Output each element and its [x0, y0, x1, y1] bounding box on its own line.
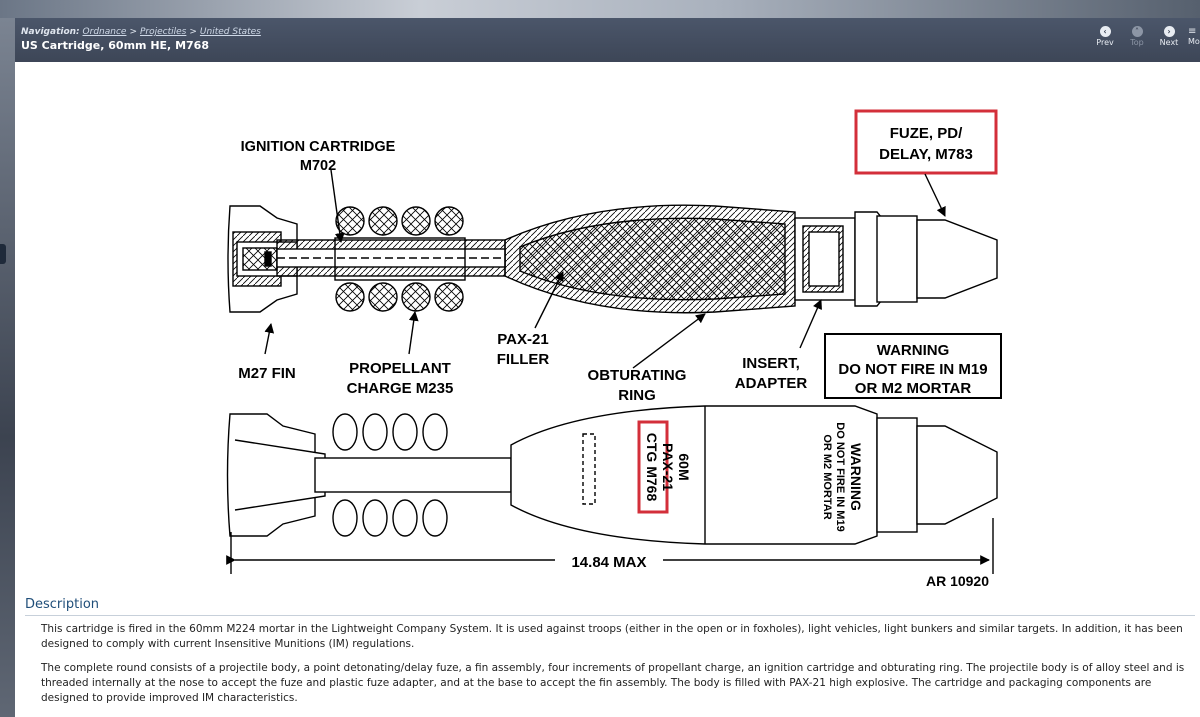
body-mark-line3: CTG M768: [644, 433, 660, 502]
next-label: Next: [1159, 38, 1179, 47]
propellant-increments: [334, 206, 466, 312]
divider: [25, 615, 1195, 616]
top-label: Top: [1130, 38, 1144, 47]
prev-button[interactable]: ‹Prev: [1092, 26, 1118, 56]
label-ignition-cartridge-model: M702: [300, 158, 336, 174]
breadcrumb: Navigation: Ordnance>Projectiles>United …: [21, 27, 261, 37]
fuze-highlight-box: [854, 109, 998, 175]
breadcrumb-separator: >: [189, 27, 197, 37]
warning-box: [824, 333, 1002, 399]
length-dimension: [226, 518, 994, 574]
label-insert-adapter: INSERT,: [742, 355, 800, 372]
label-fuze: FUZE, PD/: [890, 125, 963, 142]
next-button[interactable]: ›Next: [1156, 26, 1182, 56]
breadcrumb-separator: >: [129, 27, 137, 37]
menu-button[interactable]: ≡Mo: [1188, 26, 1200, 56]
body-mark-line2: PAX-21: [660, 443, 676, 491]
description-paragraph: This cartridge is fired in the 60mm M224…: [41, 623, 1183, 650]
page-title: US Cartridge, 60mm HE, M768: [21, 39, 209, 52]
label-pax-filler: PAX-21: [497, 331, 548, 348]
label-obturating-ring-2: RING: [618, 387, 656, 404]
chevron-up-icon: ˄: [1131, 26, 1143, 37]
body-warning-line2: DO NOT FIRE IN M19: [834, 422, 846, 531]
propellant-increments-exterior: [332, 413, 448, 537]
chevron-right-icon: ›: [1163, 26, 1175, 37]
body-mark-line1: 60M: [676, 453, 692, 480]
title-bar: Navigation: Ordnance>Projectiles>United …: [15, 18, 1200, 62]
menu-label: Mo: [1188, 37, 1200, 46]
label-warning-line2: DO NOT FIRE IN M19: [838, 361, 987, 378]
body-warning-line3: OR M2 MORTAR: [821, 434, 833, 519]
menu-icon: ≡: [1188, 26, 1197, 37]
label-ignition-cartridge: IGNITION CARTRIDGE: [241, 139, 396, 155]
topic-navigation: ‹Prev ˄Top ›Next ≡Mo: [1092, 26, 1200, 56]
exterior-view: [226, 405, 998, 545]
breadcrumb-link-ordnance[interactable]: Ordnance: [82, 27, 127, 37]
body-warning-line1: WARNING: [848, 443, 864, 511]
label-obturating-ring: OBTURATING: [588, 367, 687, 384]
label-propellant-model: CHARGE M235: [347, 380, 454, 397]
leader-lines: [264, 169, 946, 369]
desktop-background: [0, 0, 1200, 18]
cartridge-diagram: IGNITION CARTRIDGE M702 FUZE, PD/ DELAY,…: [226, 109, 1002, 589]
description-heading: Description: [25, 597, 100, 612]
body-warning-marking: WARNING DO NOT FIRE IN M19 OR M2 MORTAR: [821, 422, 864, 531]
section-view: [227, 204, 998, 314]
chevron-left-icon: ‹: [1099, 26, 1111, 37]
label-pax-filler-2: FILLER: [497, 351, 550, 368]
label-warning-line3: OR M2 MORTAR: [855, 380, 972, 397]
body-marking: 60M PAX-21 CTG M768: [644, 433, 692, 502]
label-fuze-model: DELAY, M783: [879, 146, 973, 163]
breadcrumb-link-united-states[interactable]: United States: [199, 27, 261, 37]
label-warning-title: WARNING: [877, 342, 950, 359]
label-insert-adapter-2: ADAPTER: [735, 375, 808, 392]
label-propellant: PROPELLANT: [349, 360, 451, 377]
body-marking-highlight-box: [637, 420, 669, 514]
prev-label: Prev: [1096, 38, 1114, 47]
breadcrumb-link-projectiles[interactable]: Projectiles: [139, 27, 187, 37]
help-window: Navigation: Ordnance>Projectiles>United …: [15, 18, 1200, 717]
label-m27-fin: M27 FIN: [238, 365, 296, 382]
side-panel-toggle[interactable]: [0, 244, 6, 264]
breadcrumb-label: Navigation:: [21, 27, 80, 37]
label-ref-number: AR 10920: [926, 573, 989, 589]
top-button[interactable]: ˄Top: [1124, 26, 1150, 56]
label-dimension: 14.84 MAX: [571, 554, 646, 571]
description-paragraph: The complete round consists of a project…: [41, 662, 1185, 704]
side-panel-edge: [0, 18, 15, 717]
